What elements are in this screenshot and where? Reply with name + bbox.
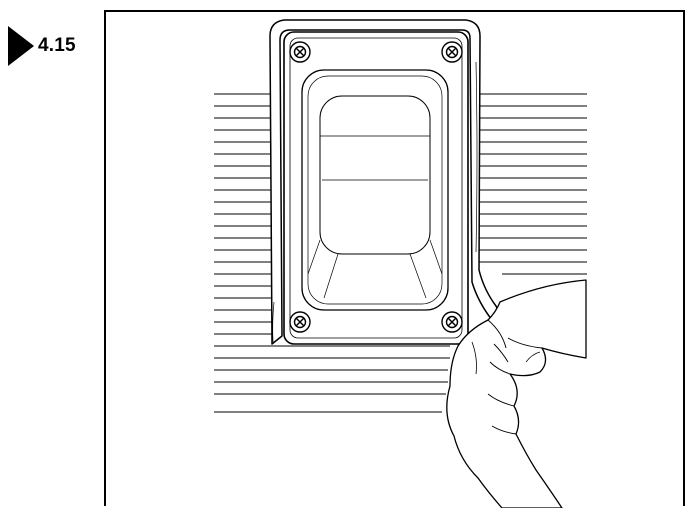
figure-frame: [104, 10, 685, 508]
triangle-right-icon: [8, 26, 34, 66]
hand: [446, 279, 587, 508]
seal-removal-illustration: [214, 19, 587, 508]
lens-inner: [319, 95, 431, 255]
screw-bottom-left-icon: [289, 311, 311, 333]
cooling-fins: [214, 93, 587, 413]
screw-bottom-right-icon: [441, 311, 463, 333]
step-number: 4.15: [38, 35, 76, 56]
step-marker: 4.15: [6, 24, 76, 68]
screw-top-left-icon: [289, 41, 311, 63]
screw-top-right-icon: [441, 41, 463, 63]
